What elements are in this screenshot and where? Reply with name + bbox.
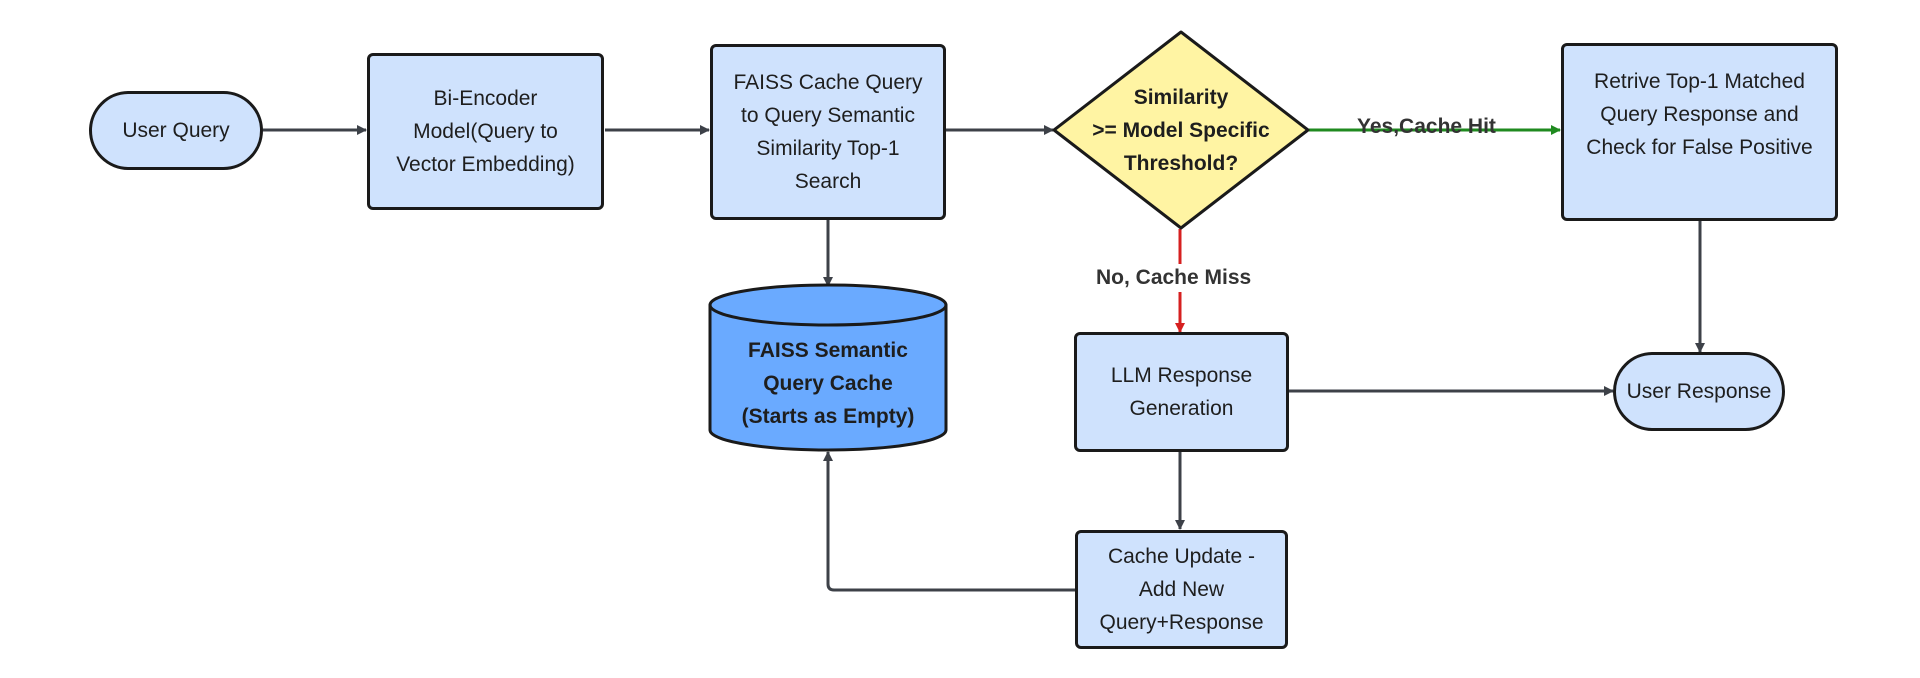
user-query-label: User Query bbox=[122, 119, 230, 142]
retrieve-response-label: Retrive Top-1 Matched Query Response and… bbox=[1586, 69, 1813, 159]
cache-update-label: Cache Update - Add New Query+Response bbox=[1099, 545, 1264, 634]
cache-database-label: FAISS Semantic Query Cache (Starts as Em… bbox=[741, 338, 915, 428]
cache-database-node[interactable]: FAISS Semantic Query Cache (Starts as Em… bbox=[710, 328, 946, 438]
edge-cacheupdate-cachedb bbox=[823, 451, 1075, 592]
user-query-node[interactable]: User Query bbox=[89, 91, 263, 170]
faiss-search-label: FAISS Cache Query to Query Semantic Simi… bbox=[733, 71, 923, 193]
decision-label: Similarity >= Model Specific Threshold? bbox=[1092, 85, 1270, 175]
user-response-node[interactable]: User Response bbox=[1613, 352, 1785, 431]
no-cache-miss-label: No, Cache Miss bbox=[1094, 264, 1254, 292]
llm-generation-node[interactable]: LLM Response Generation bbox=[1074, 332, 1289, 452]
yes-cache-hit-label: Yes,Cache Hit bbox=[1357, 115, 1496, 138]
cache-update-node[interactable]: Cache Update - Add New Query+Response bbox=[1075, 530, 1288, 649]
retrieve-response-node[interactable]: Retrive Top-1 Matched Query Response and… bbox=[1561, 43, 1838, 221]
llm-generation-label: LLM Response Generation bbox=[1110, 364, 1253, 420]
decision-diamond bbox=[1052, 30, 1310, 230]
bi-encoder-label: Bi-Encoder Model(Query to Vector Embeddi… bbox=[396, 87, 575, 176]
bi-encoder-node[interactable]: Bi-Encoder Model(Query to Vector Embeddi… bbox=[367, 53, 604, 210]
faiss-search-node[interactable]: FAISS Cache Query to Query Semantic Simi… bbox=[710, 44, 946, 220]
user-response-label: User Response bbox=[1626, 380, 1772, 403]
cache-database-cylinder bbox=[708, 283, 948, 452]
decision-node[interactable]: Similarity >= Model Specific Threshold? bbox=[1090, 78, 1272, 182]
